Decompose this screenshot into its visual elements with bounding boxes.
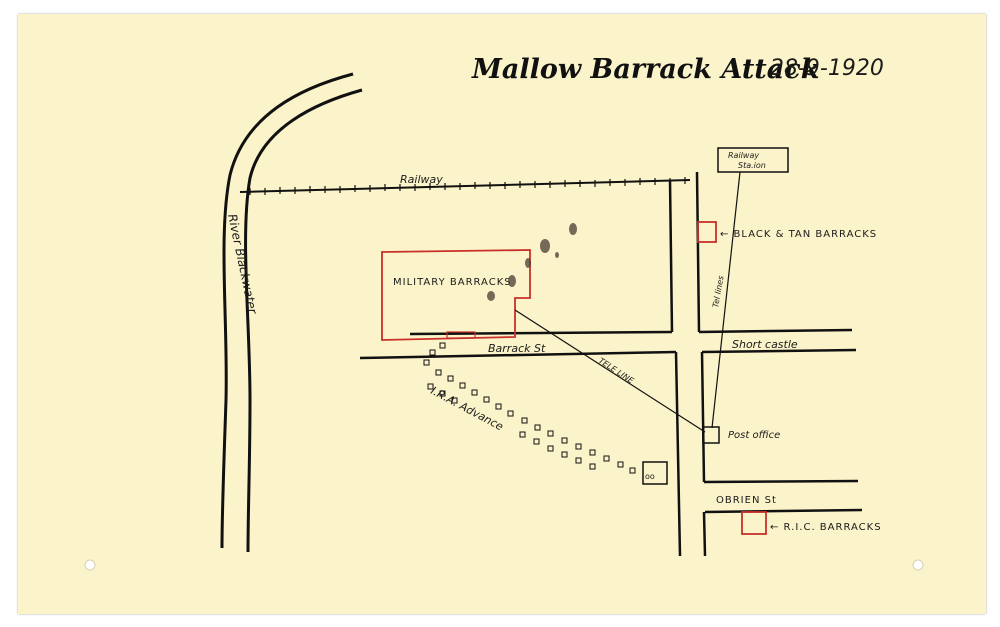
- corner-building: [642, 461, 668, 485]
- map-title: Mallow Barrack Attack: [471, 54, 819, 85]
- ink-blots: [487, 223, 577, 301]
- punch-hole-left: [84, 559, 96, 571]
- river-bank-west: [220, 72, 354, 549]
- short-castle-north: [698, 328, 853, 334]
- obrien-st-south: [704, 508, 863, 514]
- short-castle-south: [701, 348, 857, 354]
- military-barracks: [381, 249, 531, 341]
- railway-line: [239, 179, 691, 193]
- black-tan-barracks: [697, 221, 717, 243]
- ric-barracks: [741, 511, 767, 535]
- ira-advance-markers: [423, 342, 636, 474]
- barracks-gate: [446, 331, 476, 339]
- tel-lines-label: Tel lines: [711, 275, 725, 308]
- short-castle-label: Short castle: [732, 338, 798, 351]
- black-tan-label: ← BLACK & TAN BARRACKS: [720, 229, 877, 240]
- punch-hole-right: [912, 559, 924, 571]
- ric-label: ← R.I.C. BARRACKS: [770, 522, 882, 533]
- railway-ties: [249, 177, 686, 195]
- tele-line-label: TELE LINE: [597, 356, 636, 386]
- obrien-st-label: OBRIEN St: [716, 495, 777, 506]
- obrien-st-north: [703, 479, 859, 484]
- ira-advance-label: I.R.A. Advance: [429, 384, 506, 433]
- tel-lines: [711, 171, 741, 429]
- river-bank-east: [244, 88, 363, 553]
- post-office-label: Post office: [728, 430, 780, 441]
- corner-building-mark: oo: [645, 472, 655, 481]
- railway-station-label-1: Railway: [728, 151, 759, 160]
- main-street-east-mid: [700, 351, 706, 483]
- main-street-east-upper: [695, 171, 701, 333]
- barrack-st-north: [409, 330, 673, 336]
- military-barracks-label: MILITARY BARRACKS: [393, 277, 512, 288]
- railway-station-label-2: Sta.ion: [738, 161, 766, 170]
- main-street-west-lower: [674, 351, 682, 557]
- tele-line: [514, 309, 706, 433]
- barrack-st-label: Barrack St: [488, 342, 546, 355]
- map-date: 28-9-1920: [770, 56, 884, 81]
- main-street-east-lower: [702, 511, 707, 557]
- main-street-west-upper: [668, 179, 674, 333]
- barrack-st-south: [359, 350, 677, 360]
- river-label: River Blackwater: [225, 213, 260, 316]
- post-office: [702, 426, 720, 444]
- railway-label: Railway: [400, 173, 443, 186]
- railway-station: [717, 147, 789, 173]
- map-sheet: [18, 14, 986, 614]
